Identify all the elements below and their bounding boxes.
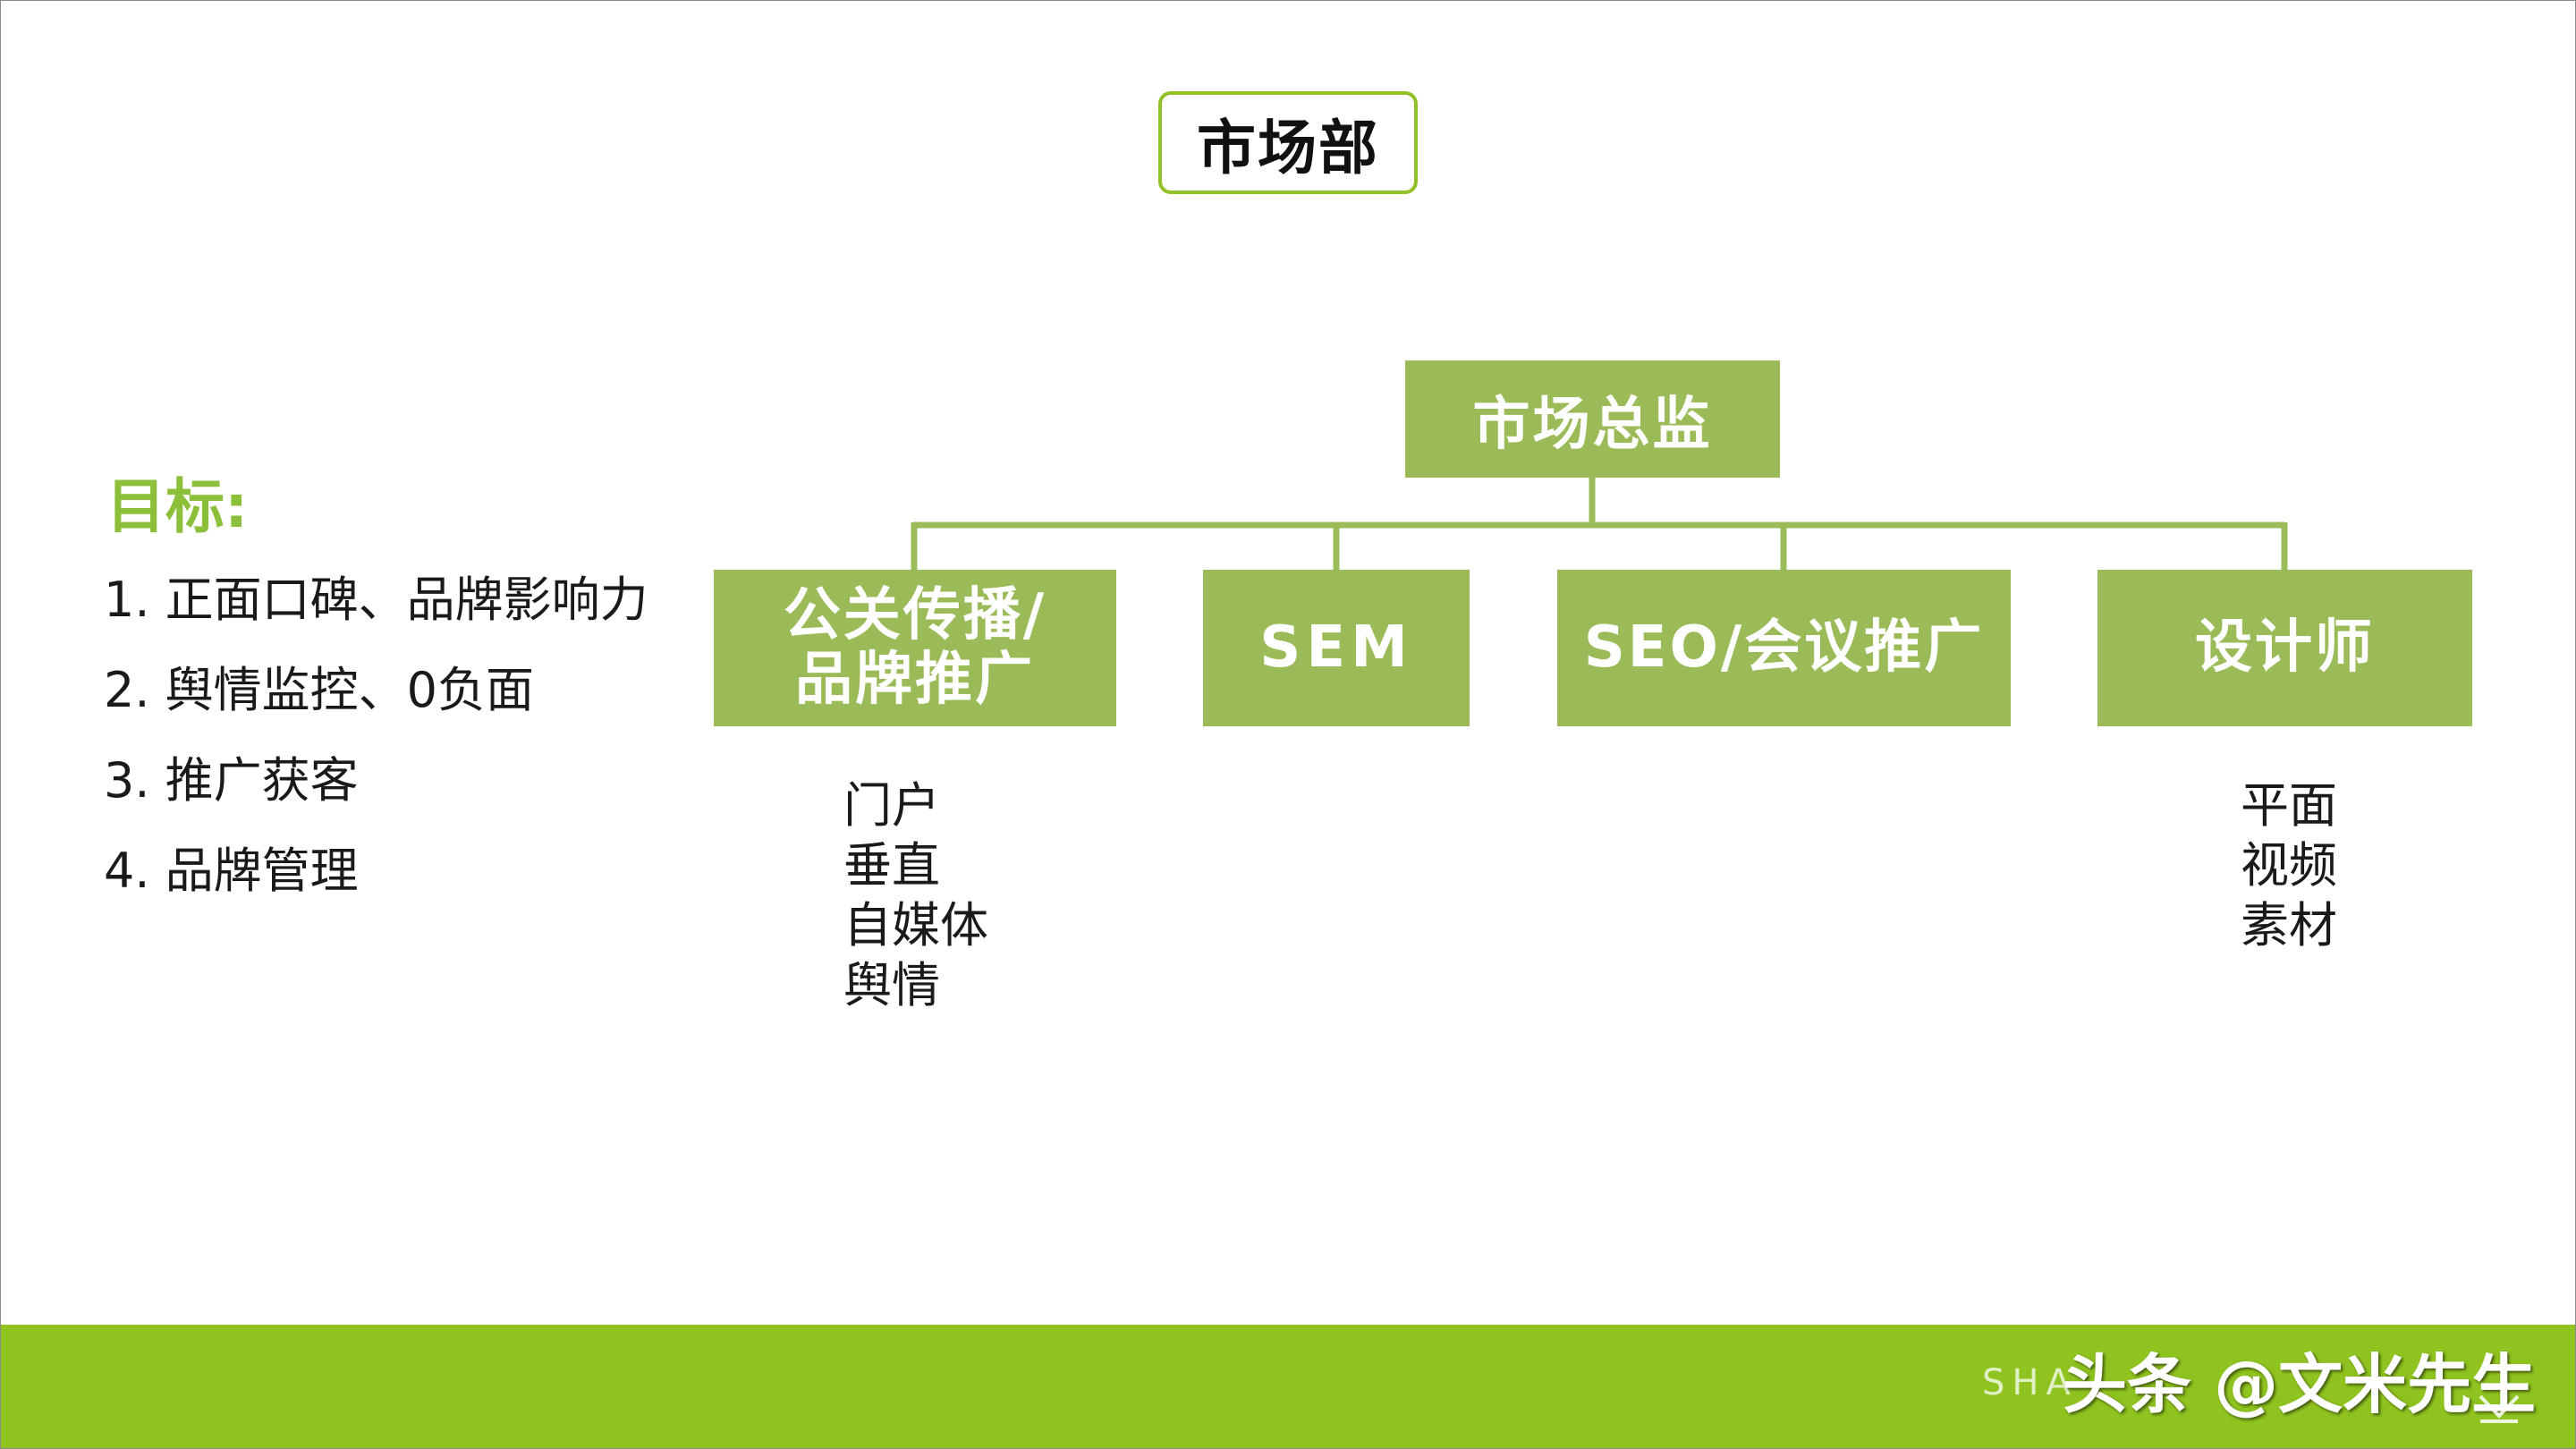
- list-item: 视频: [2241, 837, 2337, 894]
- goals-list: 1. 正面口碑、品牌影响力 2. 舆情监控、0负面 3. 推广获客 4. 品牌管…: [104, 560, 648, 921]
- org-node-sem: SEM: [1203, 570, 1470, 726]
- org-node-root: 市场总监: [1405, 360, 1780, 478]
- goal-item: 2. 舆情监控、0负面: [104, 662, 535, 718]
- watermark: 头条 @文米先生: [2063, 1347, 2537, 1422]
- goal-item: 3. 推广获客: [104, 752, 359, 809]
- goal-item: 4. 品牌管理: [104, 843, 359, 899]
- list-item: 平面: [2241, 777, 2337, 834]
- designer-subitems-list: 平面 视频 素材: [2241, 775, 2337, 955]
- org-node-pr-branding: 公关传播/ 品牌推广: [714, 570, 1116, 726]
- list-item: 垂直: [843, 837, 940, 894]
- page-title: 市场部: [1158, 91, 1418, 194]
- goal-item: 1. 正面口碑、品牌影响力: [104, 572, 648, 628]
- org-node-seo-conference: SEO/会议推广: [1557, 570, 2011, 726]
- org-node-label-line1: 公关传播/: [783, 581, 1047, 648]
- list-item: 素材: [2241, 897, 2337, 953]
- pr-subitems-list: 门户 垂直 自媒体 舆情: [843, 775, 988, 1015]
- chevron-down-icon: [2479, 1394, 2520, 1423]
- list-item: 舆情: [843, 957, 940, 1013]
- goals-heading: 目标:: [106, 472, 249, 541]
- org-node-label-line2: 品牌推广: [795, 646, 1035, 713]
- bottom-bar-text: SHA: [1982, 1362, 2078, 1403]
- list-item: 门户: [843, 777, 940, 834]
- list-item: 自媒体: [843, 897, 988, 953]
- bottom-bar: [1, 1325, 2575, 1448]
- org-node-designer: 设计师: [2097, 570, 2472, 726]
